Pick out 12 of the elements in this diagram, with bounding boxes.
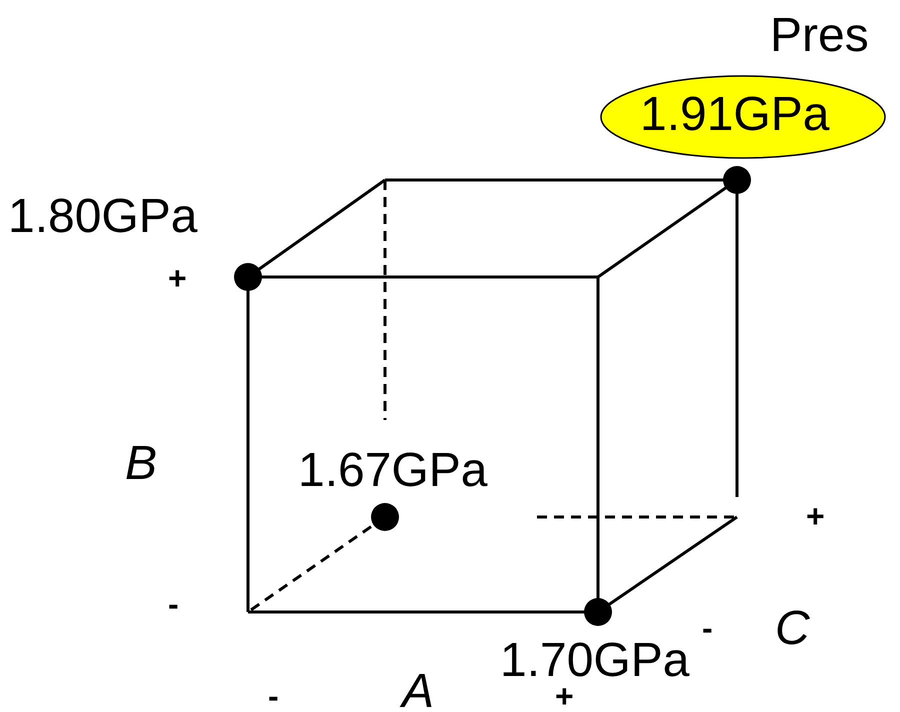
pressure-value: 1.80GPa xyxy=(8,193,198,241)
factor-label: B xyxy=(125,440,158,488)
axis-title: Pres xyxy=(770,12,869,60)
level-sign: - xyxy=(702,612,713,644)
pressure-value: 1.67GPa xyxy=(298,447,488,495)
level-sign: - xyxy=(168,588,179,620)
factor-label: C xyxy=(775,605,810,653)
level-sign: + xyxy=(806,500,825,532)
pressure-value: 1.91GPa xyxy=(640,91,830,139)
factor-label: A xyxy=(402,668,434,712)
level-sign: + xyxy=(168,262,187,294)
level-sign: - xyxy=(268,680,279,712)
